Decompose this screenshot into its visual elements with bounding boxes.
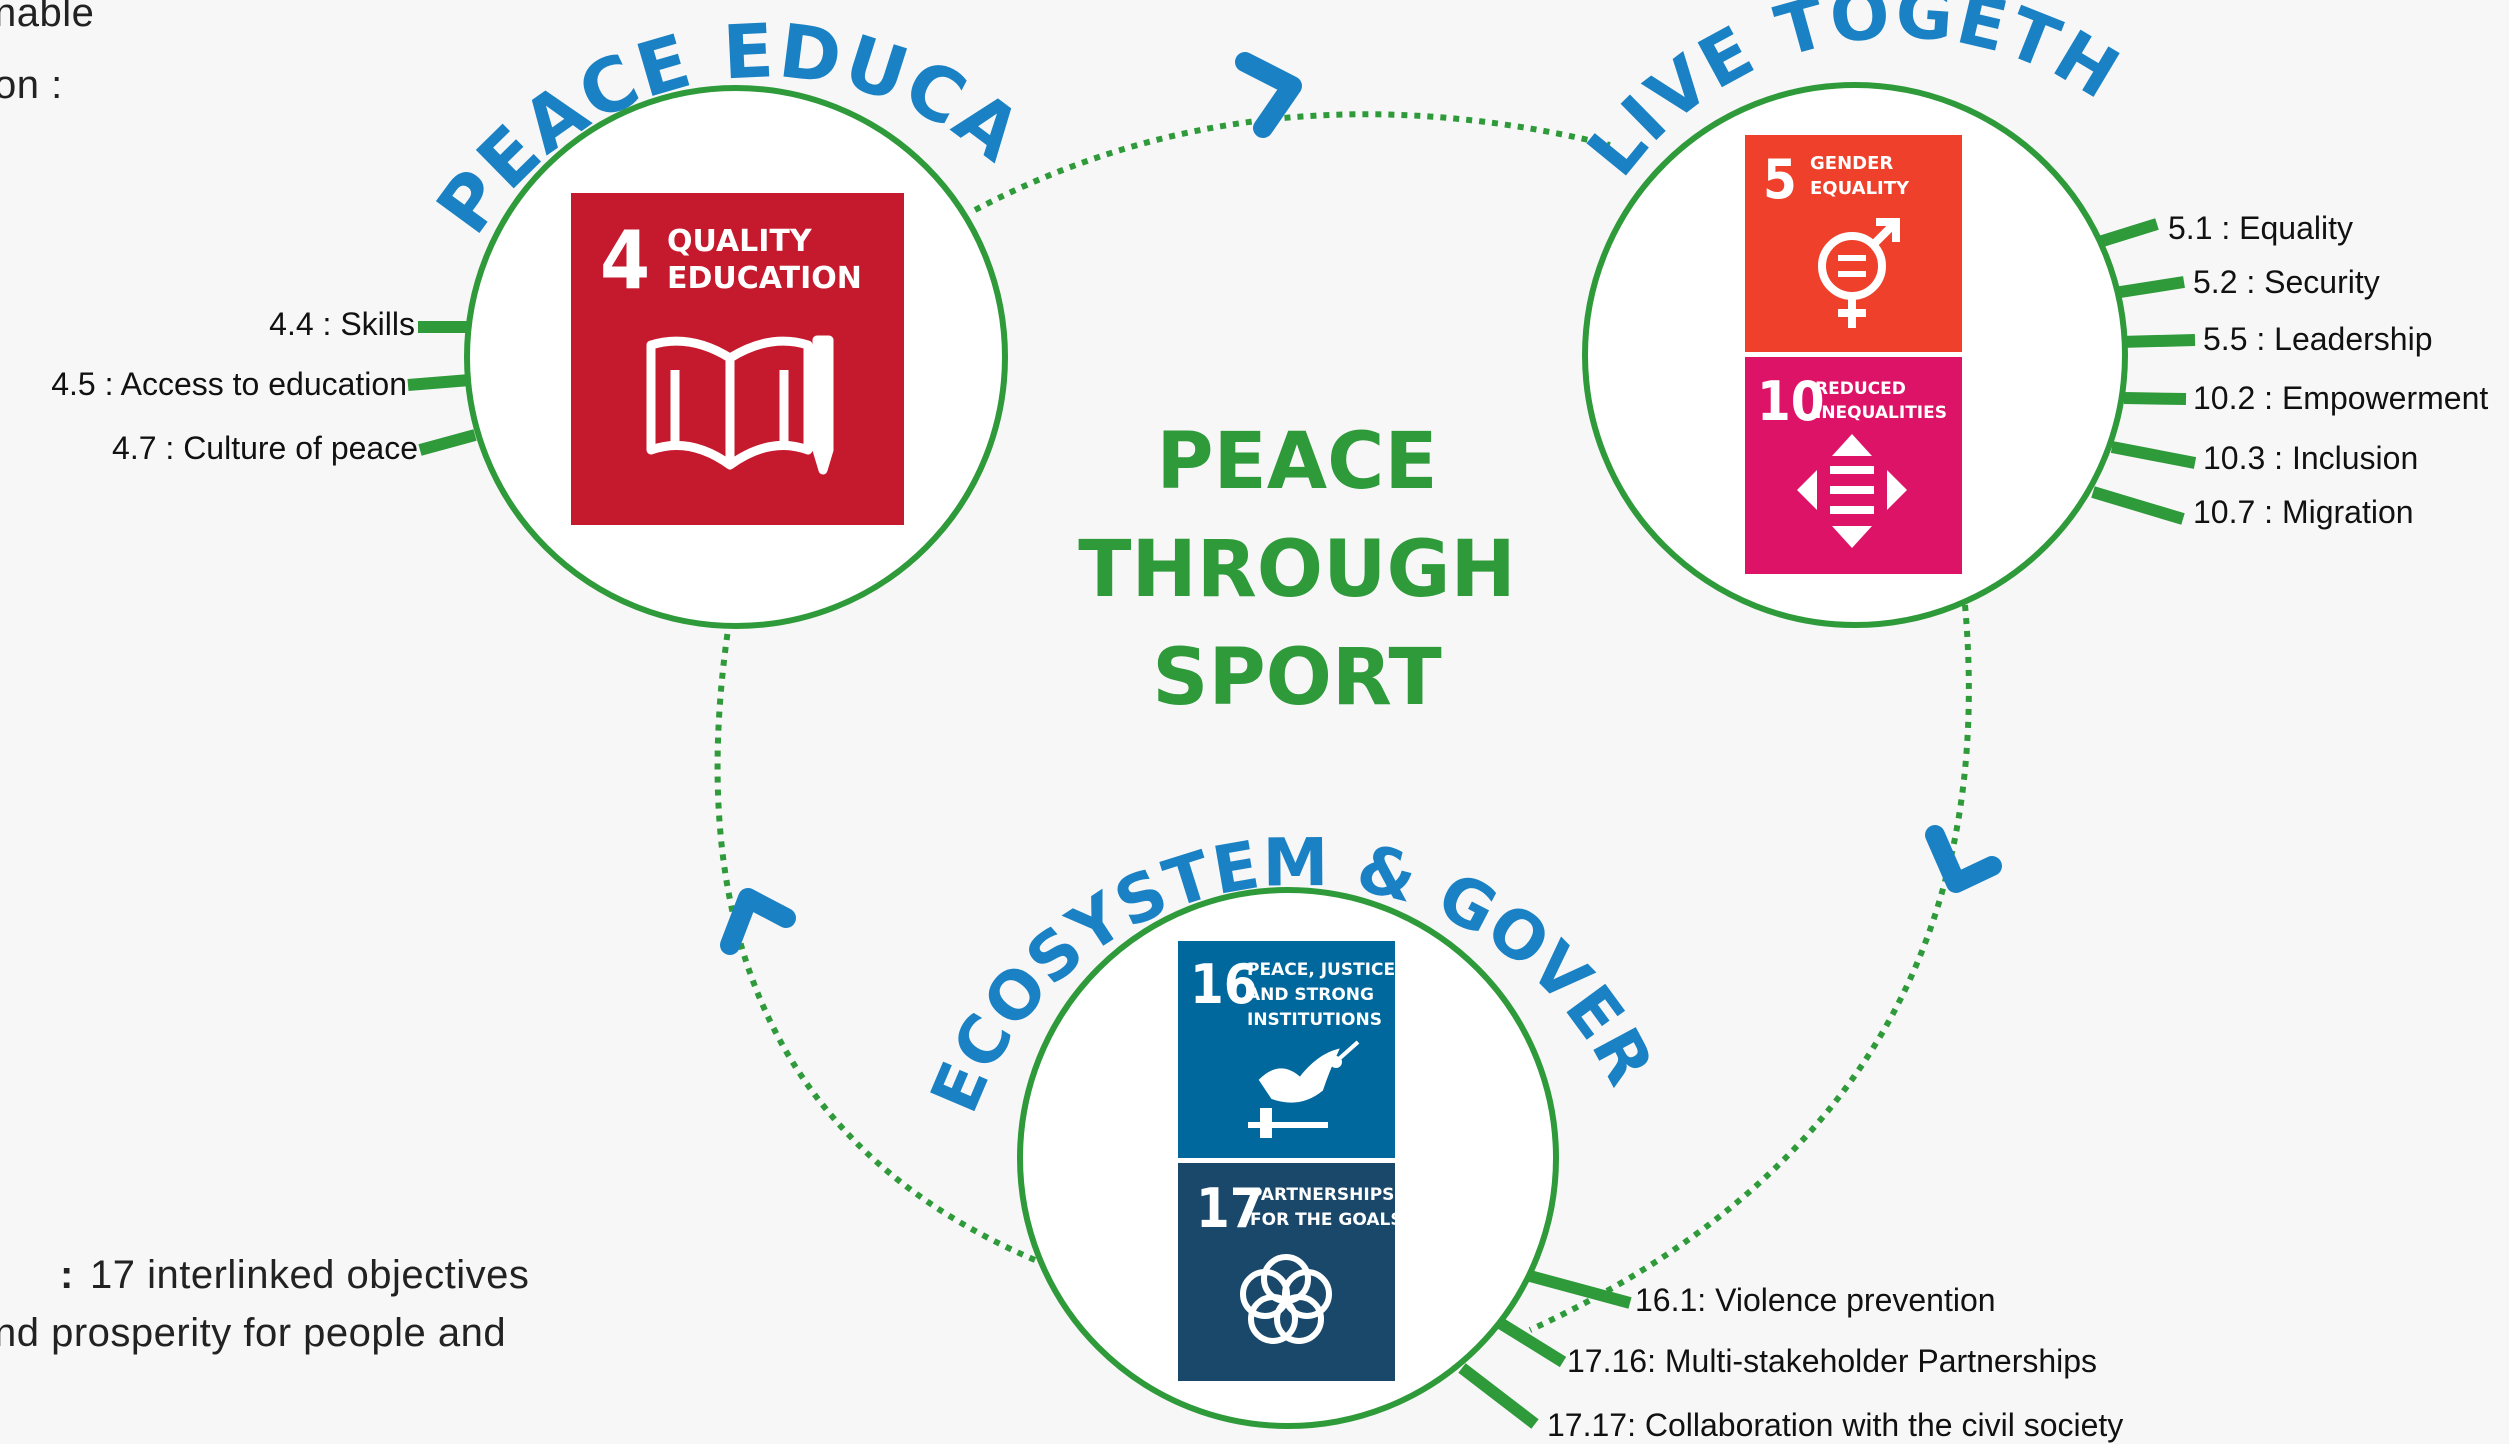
sdg17-number: 17 <box>1196 1177 1264 1240</box>
sdg16-number: 16 <box>1190 953 1258 1016</box>
dove-gavel-icon <box>1248 1040 1360 1138</box>
target-label-17-16: 17.16: Multi-stakeholder Partnerships <box>1567 1343 2097 1379</box>
tick-4-5 <box>407 374 471 391</box>
sdg16-tile: 16 PEACE, JUSTICE AND STRONG INSTITUTION… <box>1178 941 1395 1158</box>
arrow-right-icon <box>1235 52 1302 138</box>
bottom-targets: 16.1: Violence prevention 17.16: Multi-s… <box>1547 1282 2123 1443</box>
tick-17-16 <box>1496 1317 1567 1368</box>
sdg4-background <box>571 193 904 525</box>
partial-text-colon: : <box>60 1253 74 1297</box>
tick-10-2 <box>2123 392 2187 405</box>
center-title-line2: THROUGH <box>1078 525 1516 615</box>
sdg5-label-2: EQUALITY <box>1810 178 1910 199</box>
center-title-line1: PEACE <box>1156 417 1437 507</box>
sdg5-number: 5 <box>1763 148 1797 211</box>
cycle-arrows <box>720 52 2002 955</box>
tick-5-2 <box>2113 276 2185 299</box>
reduced-inequalities-icon <box>1797 434 1907 548</box>
sdg16-label-1: PEACE, JUSTICE <box>1247 960 1395 980</box>
target-label-10-3: 10.3 : Inclusion <box>2203 440 2418 476</box>
tick-10-3 <box>2110 441 2197 469</box>
sdg5-label-1: GENDER <box>1810 153 1893 174</box>
tick-4-7 <box>418 429 477 456</box>
target-label-10-7: 10.7 : Migration <box>2193 494 2414 530</box>
sdg10-number: 10 <box>1757 370 1825 433</box>
sdg16-background <box>1178 941 1395 1158</box>
center-title: PEACE THROUGH SPORT <box>1078 417 1516 723</box>
sdg4-number: 4 <box>600 214 650 307</box>
center-title-line3: SPORT <box>1152 633 1441 723</box>
sdg17-label-2: FOR THE GOALS <box>1250 1210 1403 1230</box>
right-targets: 5.1 : Equality 5.2 : Security 5.5 : Lead… <box>2168 210 2488 530</box>
sdg16-label-3: INSTITUTIONS <box>1247 1010 1382 1030</box>
partial-text-bottom-2: nd prosperity for people and <box>0 1311 506 1355</box>
circle-live-together <box>1582 82 2128 628</box>
left-targets: 4.4 : Skills 4.5 : Access to education 4… <box>51 306 418 466</box>
partial-text-bottom-1: 17 interlinked objectives <box>90 1253 529 1297</box>
partial-text-top-1: nable <box>0 0 94 35</box>
tick-5-1 <box>2094 218 2159 249</box>
arrow-down-icon <box>1925 825 2002 893</box>
target-ticks <box>407 218 2197 1429</box>
target-label-16-1: 16.1: Violence prevention <box>1635 1282 1996 1318</box>
sdg17-tile: 17 PARTNERSHIPS FOR THE GOALS <box>1178 1163 1403 1381</box>
sdg10-label-2: INEQUALITIES <box>1815 403 1947 423</box>
sdg17-background <box>1178 1163 1395 1381</box>
book-pencil-icon <box>646 335 834 475</box>
sdg17-label-1: PARTNERSHIPS <box>1250 1185 1394 1205</box>
sdg4-label-2: EDUCATION <box>667 261 862 296</box>
connector-left <box>714 629 1037 1263</box>
sdg16-label-2: AND STRONG <box>1247 985 1374 1005</box>
sdg5-tile: 5 GENDER EQUALITY <box>1745 135 1962 352</box>
partnership-rings-icon <box>1240 1254 1332 1344</box>
connector-top <box>973 111 1611 213</box>
target-label-5-2: 5.2 : Security <box>2193 264 2380 300</box>
tick-5-5 <box>2119 334 2196 348</box>
target-label-4-4: 4.4 : Skills <box>269 306 415 342</box>
sdg4-tile: 4 QUALITY EDUCATION <box>571 193 904 525</box>
target-label-4-5: 4.5 : Access to education <box>51 366 407 402</box>
target-label-17-17: 17.17: Collaboration with the civil soci… <box>1547 1407 2123 1443</box>
target-label-5-5: 5.5 : Leadership <box>2203 321 2433 357</box>
target-label-4-7: 4.7 : Culture of peace <box>112 430 418 466</box>
tick-17-17 <box>1458 1363 1539 1429</box>
sdg10-tile: 10 REDUCED INEQUALITIES <box>1745 357 1962 574</box>
sdg4-label-1: QUALITY <box>667 224 813 259</box>
partial-text-top-2: on : <box>0 63 63 107</box>
tick-10-7 <box>2091 486 2185 525</box>
sdg10-label-1: REDUCED <box>1815 379 1906 399</box>
arrow-up-icon <box>720 888 796 955</box>
tick-16-1 <box>1528 1270 1632 1309</box>
target-label-10-2: 10.2 : Empowerment <box>2193 380 2488 416</box>
gender-equality-icon <box>1818 218 1900 328</box>
target-label-5-1: 5.1 : Equality <box>2168 210 2353 246</box>
